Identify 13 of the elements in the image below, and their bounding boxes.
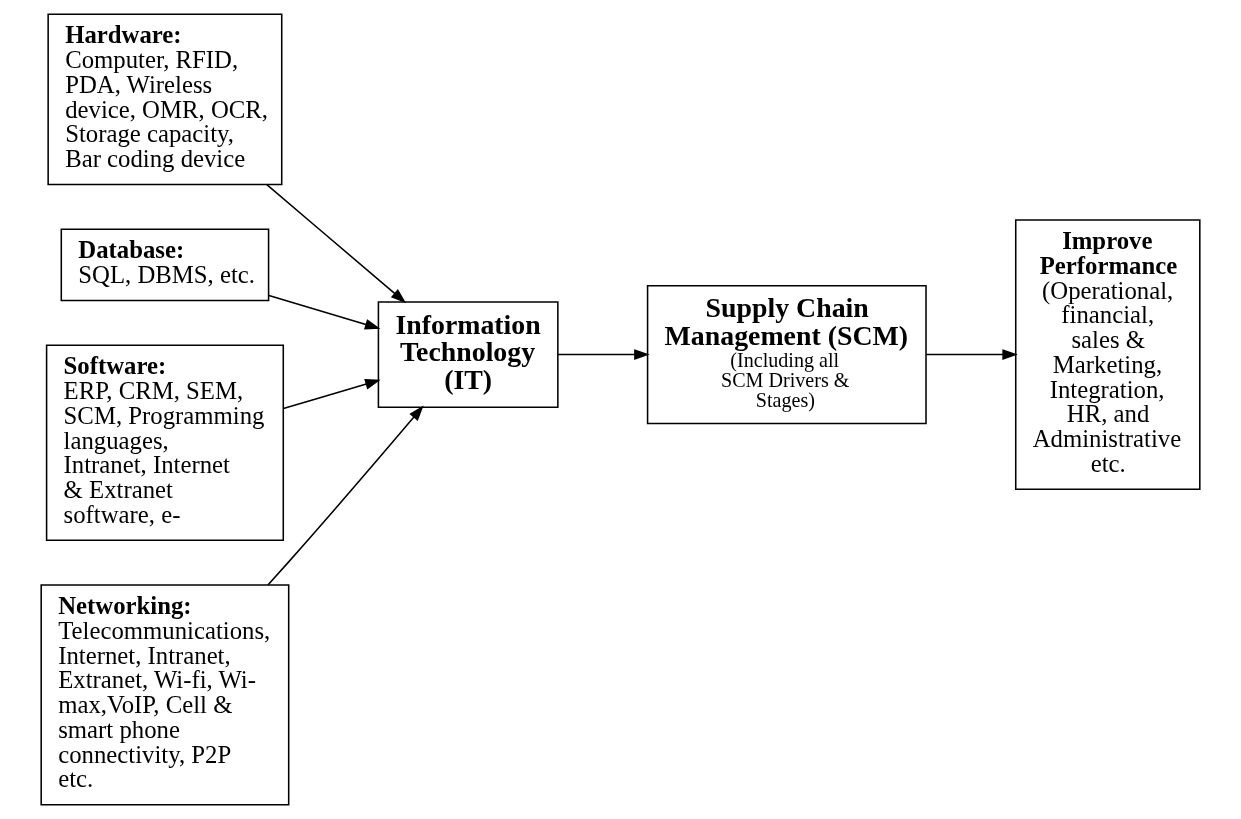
node-box: Networking: Telecommunications, Internet, Intranet, Extranet, Wi-fi, Wi-max,VoIP, Cell & smart phone connectivity, P2P etc.: [40, 584, 290, 806]
arrow: [267, 405, 424, 586]
arrow: [268, 294, 381, 330]
arrow: [282, 379, 381, 410]
node-box: Software: ERP, CRM, SEM, SCM, Programming languages, Intranet, Internet & Extranet software, e-: [45, 344, 285, 541]
node-box: Hardware: Computer, RFID, PDA, Wireless device, OMR, OCR, Storage capacity, Bar coding device: [47, 13, 283, 186]
node-box: Database: SQL, DBMS, etc.: [60, 228, 270, 302]
arrow: [557, 349, 650, 360]
node-box: Improve Performance (Operational, financial, sales & Marketing, Integration, HR, and Administrative etc.: [1014, 219, 1201, 490]
arrow: [925, 349, 1018, 360]
arrow: [266, 183, 407, 304]
node-box: Supply Chain Management (SCM) (Including all SCM Drivers & Stages): [646, 284, 927, 425]
node-box: Information Technology (IT): [377, 301, 559, 408]
